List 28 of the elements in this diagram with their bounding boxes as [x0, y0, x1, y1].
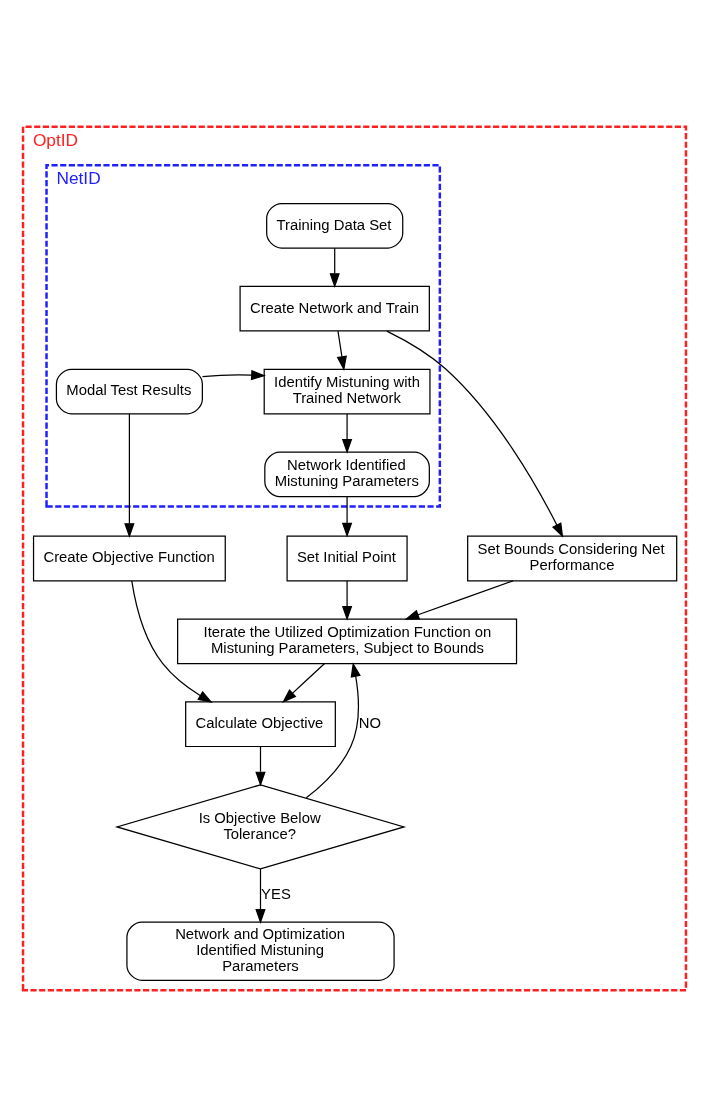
node-diamond: Is Objective Below Tolerance?: [114, 784, 407, 870]
node-box: Create Network and Train: [239, 285, 430, 332]
node-box: Network Identified Mistuning Parameters: [264, 451, 430, 498]
arrow: [131, 580, 213, 703]
node-box: Set Bounds Considering Net Performance: [467, 535, 678, 582]
arrow: [255, 746, 266, 787]
node-box: Calculate Objective: [185, 701, 336, 748]
arrow: [329, 247, 340, 289]
arrow: [404, 580, 514, 620]
arrow: [341, 580, 353, 621]
arrow: [341, 413, 353, 454]
node-box: Modal Test Results: [55, 368, 203, 415]
arrow: [124, 413, 135, 539]
node-box: Network and Optimization Identified Mistuning Parameters: [126, 921, 395, 981]
arrow: [255, 868, 266, 924]
edge-label: YES: [261, 886, 291, 903]
arrow: [282, 663, 325, 703]
node-box: Identify Mistuning with Trained Network: [263, 368, 431, 415]
arrow: [336, 330, 347, 371]
arrow: [305, 662, 361, 799]
arrow: [386, 330, 564, 538]
node-box: Iterate the Utilized Optimization Function on Mistuning Parameters, Subject to Bounds: [177, 618, 518, 665]
node-box: Create Objective Function: [32, 535, 226, 582]
edge-label: NO: [358, 715, 382, 732]
node-box: Training Data Set: [266, 202, 404, 249]
node-box: Set Initial Point: [286, 535, 408, 582]
arrow: [341, 496, 353, 538]
arrow: [201, 369, 266, 381]
